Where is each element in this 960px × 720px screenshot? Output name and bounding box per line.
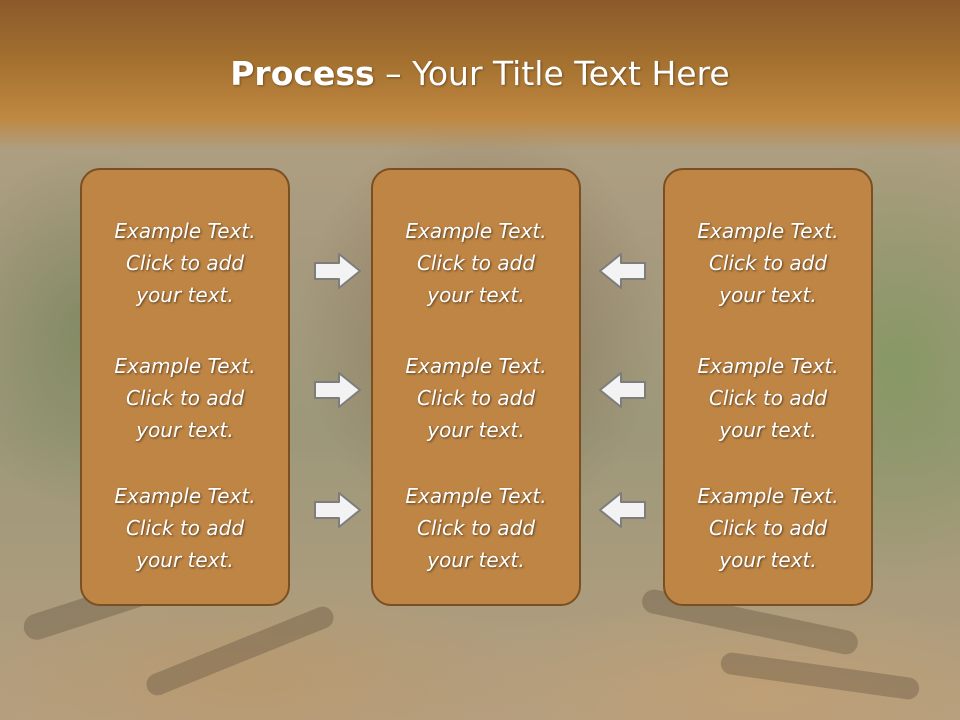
arrow-right-icon — [314, 253, 361, 289]
text-line: your text. — [719, 418, 817, 442]
text-line: Example Text. — [114, 219, 256, 243]
text-block[interactable]: Example Text. Click to add your text. — [665, 350, 871, 446]
text-line: Click to add — [416, 386, 536, 410]
text-line: your text. — [427, 418, 525, 442]
text-block[interactable]: Example Text. Click to add your text. — [373, 350, 579, 446]
arrow-left-icon — [599, 253, 646, 289]
text-line: Click to add — [125, 386, 245, 410]
arrow-right-icon — [314, 492, 361, 528]
text-line: Example Text. — [114, 484, 256, 508]
arrow-left-icon — [599, 492, 646, 528]
text-line: your text. — [136, 548, 234, 572]
text-line: Click to add — [125, 251, 245, 275]
text-block[interactable]: Example Text. Click to add your text. — [665, 215, 871, 311]
background-texture — [143, 603, 337, 699]
arrow-right-icon — [314, 372, 361, 408]
text-block[interactable]: Example Text. Click to add your text. — [373, 215, 579, 311]
text-line: Example Text. — [405, 354, 547, 378]
process-box-right[interactable]: Example Text. Click to add your text. Ex… — [663, 168, 873, 606]
text-line: Click to add — [416, 516, 536, 540]
text-block[interactable]: Example Text. Click to add your text. — [82, 350, 288, 446]
slide-title[interactable]: Process – Your Title Text Here — [0, 52, 960, 96]
background-texture — [719, 651, 921, 701]
text-line: Example Text. — [697, 484, 839, 508]
arrow-left-icon — [599, 372, 646, 408]
text-line: your text. — [136, 283, 234, 307]
title-bar — [0, 0, 960, 150]
text-line: Example Text. — [405, 219, 547, 243]
text-line: Example Text. — [697, 354, 839, 378]
text-block[interactable]: Example Text. Click to add your text. — [82, 215, 288, 311]
text-line: Example Text. — [114, 354, 256, 378]
text-line: your text. — [427, 548, 525, 572]
text-line: Example Text. — [697, 219, 839, 243]
text-line: Click to add — [416, 251, 536, 275]
text-line: your text. — [427, 283, 525, 307]
text-block[interactable]: Example Text. Click to add your text. — [665, 480, 871, 576]
text-line: your text. — [719, 548, 817, 572]
text-line: your text. — [719, 283, 817, 307]
text-line: Example Text. — [405, 484, 547, 508]
text-line: Click to add — [708, 386, 828, 410]
text-line: Click to add — [708, 251, 828, 275]
text-line: Click to add — [708, 516, 828, 540]
text-block[interactable]: Example Text. Click to add your text. — [82, 480, 288, 576]
process-box-middle[interactable]: Example Text. Click to add your text. Ex… — [371, 168, 581, 606]
text-block[interactable]: Example Text. Click to add your text. — [373, 480, 579, 576]
title-bold: Process — [230, 54, 375, 93]
process-box-left[interactable]: Example Text. Click to add your text. Ex… — [80, 168, 290, 606]
text-line: Click to add — [125, 516, 245, 540]
title-rest: – Your Title Text Here — [374, 54, 730, 93]
text-line: your text. — [136, 418, 234, 442]
